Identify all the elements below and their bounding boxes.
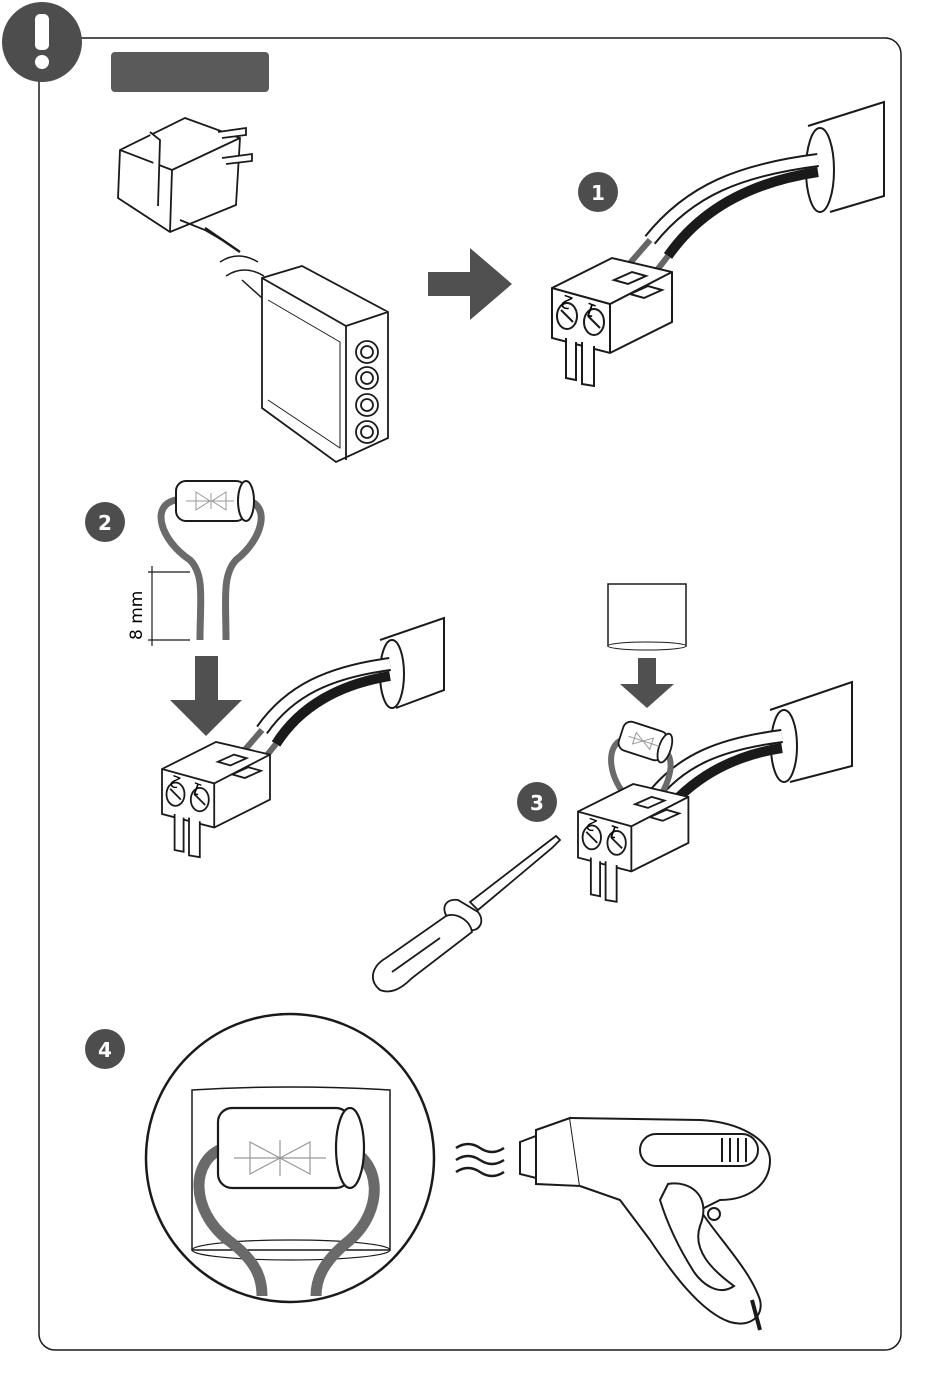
svg-text:2: 2 (98, 511, 112, 535)
magnified-detail (146, 1014, 434, 1302)
svg-text:1: 1 (591, 181, 605, 205)
warning-icon (2, 2, 82, 82)
svg-text:3: 3 (530, 791, 544, 815)
dimension-label: 8 mm (127, 591, 147, 640)
heat-shrink-tube-icon (608, 584, 686, 650)
step-4-badge: 4 (85, 1029, 125, 1069)
step-2-badge: 2 (85, 502, 125, 542)
svg-text:4: 4 (98, 1038, 112, 1062)
step-1-badge: 1 (578, 172, 618, 212)
header-bar (111, 52, 269, 92)
step-3-badge: 3 (517, 782, 557, 822)
